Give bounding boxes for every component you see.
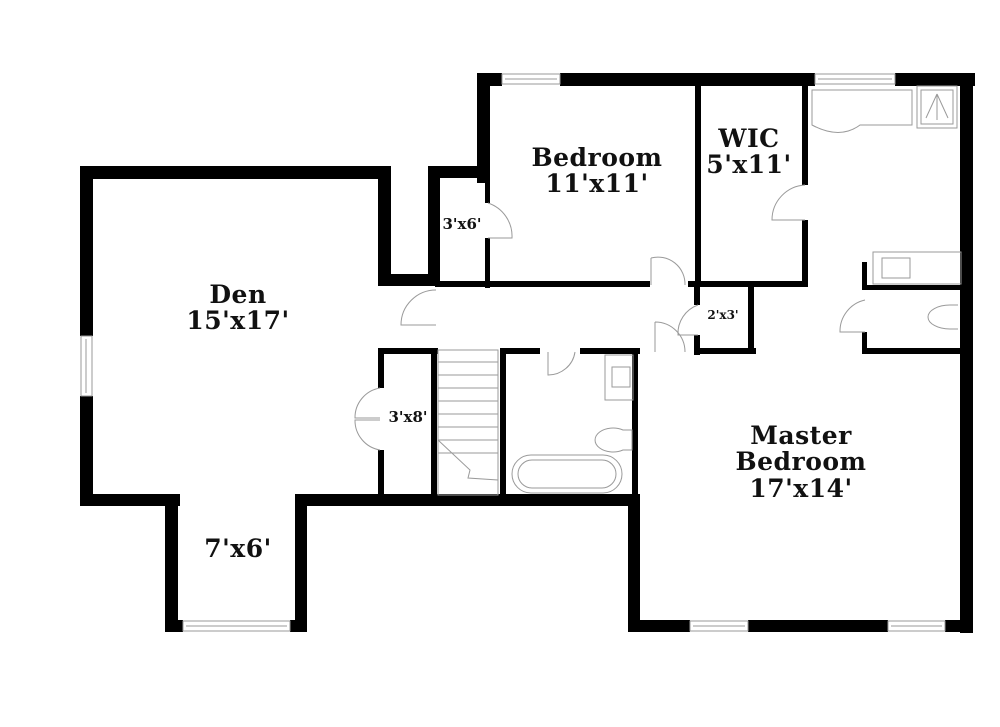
room-label-bedroom-closet: 3'x6' xyxy=(442,215,482,233)
stairs xyxy=(437,349,499,496)
room-dimensions: 2'x3' xyxy=(707,308,739,322)
room-label-den-alcove: 7'x6' xyxy=(204,534,272,563)
bathroom-fixtures xyxy=(511,85,962,494)
windows xyxy=(80,73,946,632)
exterior-walls xyxy=(80,73,975,633)
interior-walls xyxy=(378,80,962,500)
room-dimensions: 3'x6' xyxy=(442,215,482,233)
room-dimensions: 15'x17' xyxy=(186,306,290,336)
room-dimensions: 3'x8' xyxy=(388,408,428,426)
room-label-master-bedroom: Master Bedroom 17'x14' xyxy=(735,421,867,503)
room-name: Bedroom xyxy=(531,143,663,172)
door-swings xyxy=(354,184,866,451)
room-name-line1: Master xyxy=(750,421,852,450)
room-name: WIC xyxy=(718,124,780,153)
room-dimensions: 11'x11' xyxy=(545,169,649,199)
room-label-bedroom: Bedroom 11'x11' xyxy=(531,143,663,199)
room-dimensions: 5'x11' xyxy=(706,150,792,180)
room-dimensions: 17'x14' xyxy=(749,473,853,503)
room-label-linen-closet: 2'x3' xyxy=(707,309,738,322)
room-name: Den xyxy=(209,280,267,309)
room-name-line2: Bedroom xyxy=(735,447,867,477)
room-dimensions: 7'x6' xyxy=(204,534,272,563)
room-label-den: Den 15'x17' xyxy=(186,280,290,336)
room-label-hall-closet: 3'x8' xyxy=(388,408,428,426)
room-label-wic: WIC 5'x11' xyxy=(706,124,792,180)
